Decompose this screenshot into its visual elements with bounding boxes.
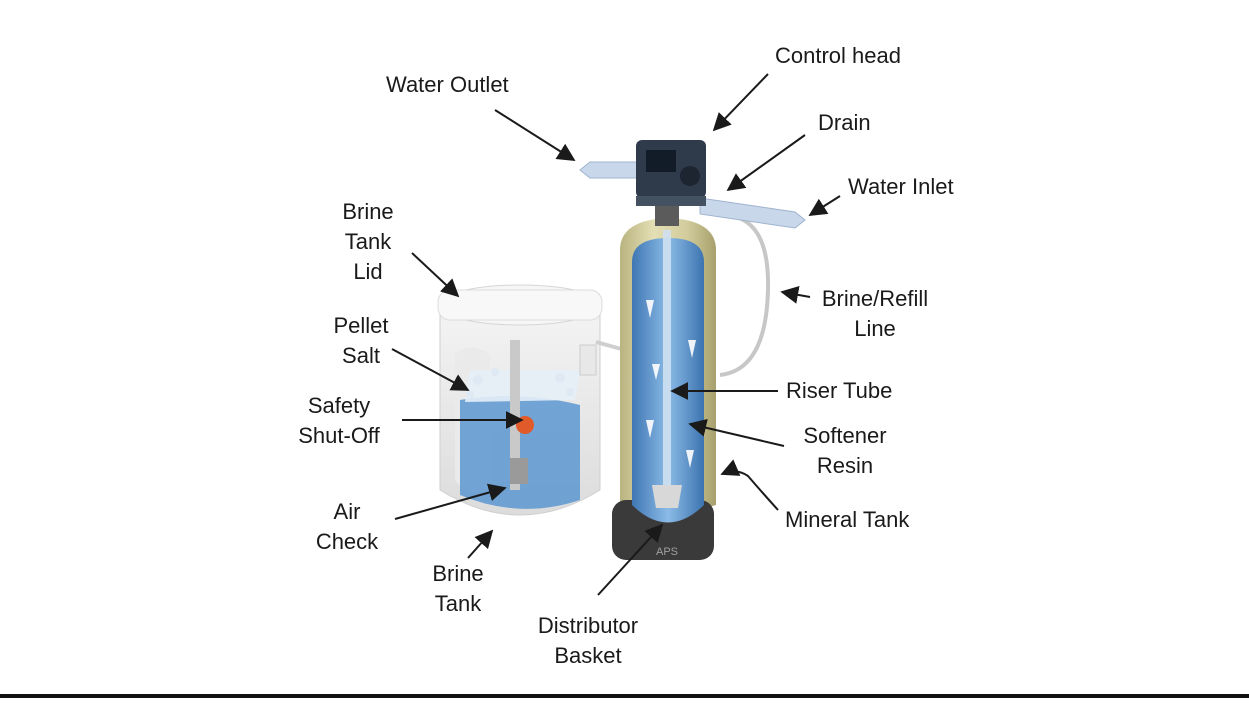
label-line: Brine bbox=[342, 199, 394, 224]
arrow-brine-tank-lid bbox=[411, 252, 460, 298]
control-head bbox=[579, 140, 806, 229]
arrow-brine-tank bbox=[467, 529, 494, 559]
arrow-water-outlet bbox=[494, 109, 576, 161]
label-line: Basket bbox=[554, 643, 622, 668]
arrow-control-head bbox=[712, 73, 769, 132]
label-distributor-basket: Distributor Basket bbox=[518, 611, 658, 671]
label-line: Check bbox=[315, 529, 379, 554]
label-line: Resin bbox=[816, 453, 874, 478]
arrow-softener-resin bbox=[688, 418, 785, 447]
mineral-tank: APS bbox=[612, 218, 716, 560]
label-safety-shut-off: Safety Shut-Off bbox=[284, 391, 394, 451]
label-mineral-tank: Mineral Tank bbox=[785, 507, 910, 532]
safety-float bbox=[516, 416, 534, 434]
label-line: Pellet bbox=[333, 313, 389, 338]
label-line: Lid bbox=[353, 259, 383, 284]
brine-refill-line bbox=[719, 213, 771, 377]
label-air-check: Air Check bbox=[302, 497, 392, 557]
arrow-drain bbox=[726, 134, 806, 192]
arrow-air-check bbox=[394, 483, 507, 520]
arrow-water-inlet bbox=[808, 195, 841, 216]
bottom-border bbox=[0, 694, 1249, 698]
water-inlet-pipe bbox=[699, 197, 806, 229]
arrow-distributor-basket bbox=[597, 523, 664, 596]
label-line: Brine bbox=[432, 561, 484, 586]
arrow-pellet-salt bbox=[391, 348, 470, 391]
label-brine-refill-line: Brine/Refill Line bbox=[805, 284, 945, 344]
label-riser-tube: Riser Tube bbox=[786, 378, 893, 403]
water-outlet-pipe bbox=[579, 161, 641, 179]
label-line: Tank bbox=[434, 591, 482, 616]
label-line: Line bbox=[854, 316, 896, 341]
label-line: Salt bbox=[342, 343, 380, 368]
label-control-head: Control head bbox=[775, 43, 901, 68]
label-brine-tank-lid: Brine Tank Lid bbox=[326, 197, 410, 287]
label-line: Air bbox=[333, 499, 361, 524]
label-line: Shut-Off bbox=[298, 423, 380, 448]
tank-base-marking: APS bbox=[656, 546, 678, 558]
label-softener-resin: Softener Resin bbox=[790, 421, 900, 481]
label-water-inlet: Water Inlet bbox=[848, 174, 954, 199]
label-line: Brine/Refill bbox=[821, 286, 929, 311]
label-drain: Drain bbox=[818, 110, 871, 135]
riser-tube bbox=[663, 230, 671, 490]
arrow-mineral-tank bbox=[720, 459, 779, 511]
label-line: Softener bbox=[803, 423, 887, 448]
brine-tank bbox=[437, 284, 603, 516]
label-water-outlet: Water Outlet bbox=[386, 72, 509, 97]
leader-arrows bbox=[391, 73, 841, 596]
distributor-basket-shape bbox=[652, 485, 682, 508]
label-brine-tank: Brine Tank bbox=[413, 559, 503, 619]
label-pellet-salt: Pellet Salt bbox=[316, 311, 406, 371]
arrow-brine-refill-line bbox=[780, 285, 811, 304]
label-line: Tank bbox=[344, 229, 392, 254]
air-check-valve bbox=[510, 458, 528, 484]
label-line: Safety bbox=[307, 393, 371, 418]
label-line: Distributor bbox=[537, 613, 639, 638]
